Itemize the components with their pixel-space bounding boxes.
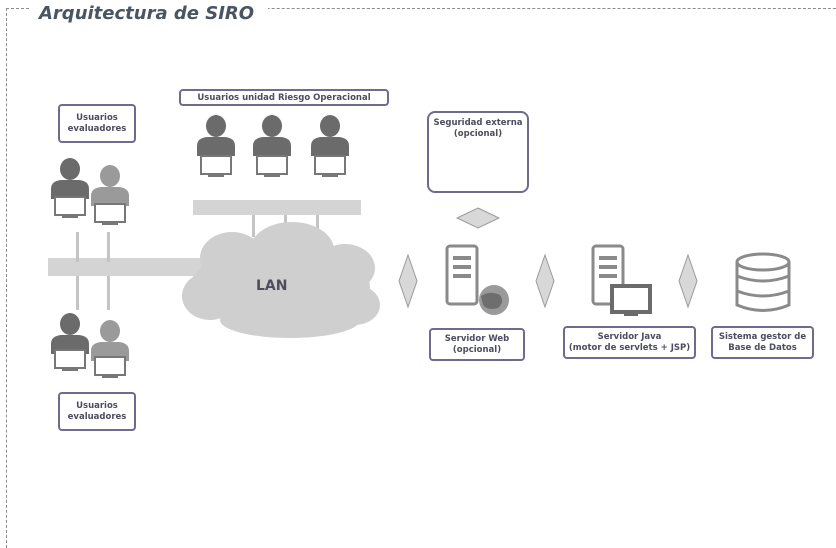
link-line — [252, 215, 255, 237]
link-line — [107, 276, 110, 310]
diagram-title: Arquitectura de SIRO — [31, 3, 269, 24]
lan-label: LAN — [256, 278, 288, 294]
diagram-frame: Arquitectura de SIRO — [6, 3, 836, 548]
web-server-label: Servidor Web (opcional) — [429, 328, 525, 361]
users-top-label: Usuarios evaluadores — [58, 104, 136, 143]
diamond-connector-icon — [535, 253, 555, 309]
external-security-box: Seguridad externa (opcional) — [427, 111, 529, 193]
server-icon — [445, 244, 479, 306]
users-group-bottom — [51, 313, 129, 379]
risk-users-label: Usuarios unidad Riesgo Operacional — [179, 89, 389, 106]
link-line — [76, 232, 79, 262]
globe-icon — [479, 285, 509, 315]
java-server-label: Servidor Java (motor de servlets + JSP) — [563, 326, 696, 359]
users-bottom-label: Usuarios evaluadores — [58, 392, 136, 431]
risk-users-group — [197, 115, 349, 178]
lan-cloud-icon — [182, 222, 380, 338]
architecture-diagram — [48, 115, 791, 379]
link-line — [76, 276, 79, 310]
diamond-connector-icon — [398, 253, 418, 309]
external-security-label: Seguridad externa (opcional) — [433, 118, 523, 139]
db-system-label: Sistema gestor de Base de Datos — [711, 326, 814, 359]
lan-bus-left — [48, 258, 223, 276]
link-line — [107, 232, 110, 262]
database-icon — [735, 252, 791, 312]
diamond-connector-icon — [455, 207, 501, 229]
monitor-icon — [610, 284, 652, 316]
risk-users-bus — [193, 200, 361, 215]
diamond-connector-icon — [678, 253, 698, 309]
users-group-top — [51, 158, 129, 226]
link-line — [316, 215, 319, 237]
